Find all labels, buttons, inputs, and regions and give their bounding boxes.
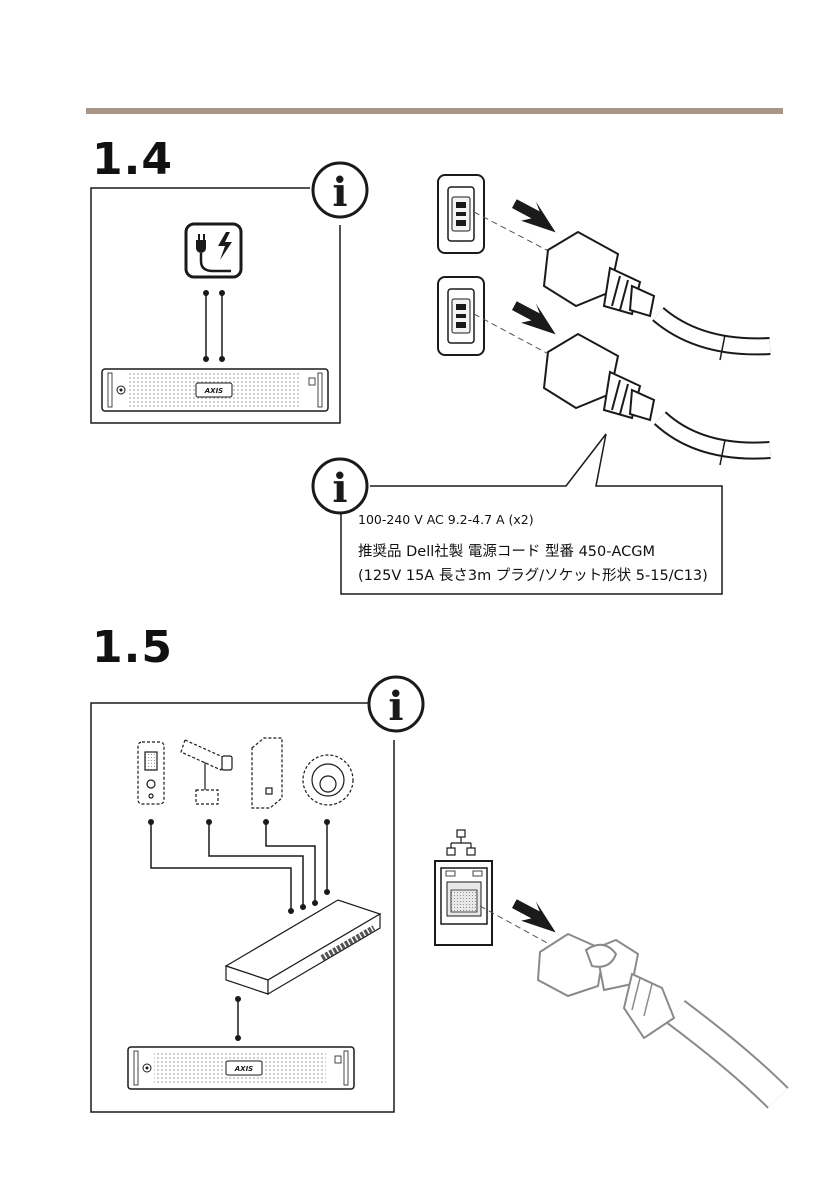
recorder-unit-front-network: AXIS — [128, 1047, 354, 1089]
cord-specification-text: (125V 15A 長さ3m プラグ/ソケット形状 5-15/C13) — [358, 564, 708, 585]
info-icon: i — [313, 163, 367, 217]
info-icon-glyph: i — [332, 465, 347, 512]
power-plug-icon — [186, 224, 241, 277]
camera-to-switch-wiring — [151, 823, 327, 910]
ethernet-cable — [538, 934, 778, 1098]
dome-camera-icon — [303, 755, 353, 805]
insert-arrow-ethernet — [509, 893, 564, 938]
intercom-device-icon — [138, 742, 164, 804]
network-icon — [447, 830, 475, 855]
info-icon-callout: i — [313, 459, 367, 513]
insert-arrow-bottom — [509, 295, 564, 340]
bullet-camera-icon — [181, 740, 232, 804]
recommended-cord-text: 推奨品 Dell社製 電源コード 型番 450-ACGM — [358, 540, 655, 561]
ethernet-port — [435, 861, 492, 945]
network-switch — [226, 900, 380, 994]
info-icon-glyph: i — [332, 169, 347, 216]
brand-logo-mark: AXIS — [234, 1065, 253, 1073]
switch-to-recorder-wiring — [235, 996, 241, 1041]
info-icon-network: i — [369, 677, 423, 731]
power-connection-lines — [203, 290, 225, 362]
box-camera-icon — [252, 738, 282, 808]
brand-logo-mark: AXIS — [204, 387, 223, 395]
insert-arrow-top — [509, 193, 564, 238]
power-rating-text: 100-240 V AC 9.2-4.7 A (x2) — [358, 512, 534, 527]
recorder-unit-front: AXIS — [102, 369, 328, 411]
info-icon-glyph: i — [388, 683, 403, 730]
